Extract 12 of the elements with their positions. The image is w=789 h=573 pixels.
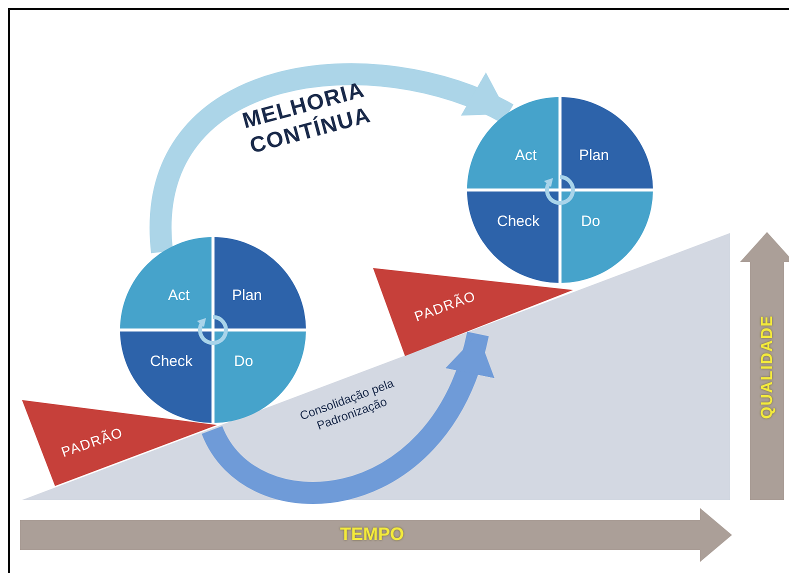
quadrant-label: Plan <box>579 147 610 164</box>
standard-wedge <box>373 268 573 356</box>
quadrant-label: Act <box>515 147 537 164</box>
axis-label: TEMPO <box>340 524 404 545</box>
quadrant-label: Act <box>168 287 190 304</box>
curved-arrow <box>150 63 513 252</box>
quadrant-label: Do <box>581 213 600 230</box>
standard-wedge <box>22 400 217 486</box>
quadrant-label: Plan <box>232 287 262 304</box>
axis-label: QUALIDADE <box>759 314 778 420</box>
quadrant-label: Check <box>150 353 193 370</box>
quadrant-label: Check <box>497 213 540 230</box>
